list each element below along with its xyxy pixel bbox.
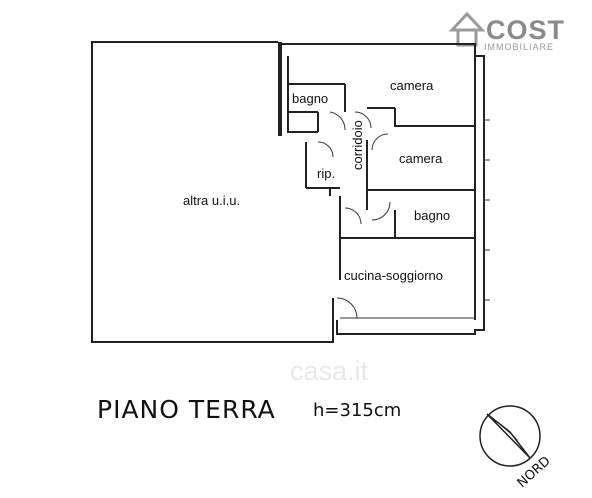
room-label-bagno: bagno (414, 208, 450, 223)
room-label-altra: altra u.i.u. (183, 193, 240, 208)
brand-name: COST (486, 15, 565, 45)
room-label-rip: rip. (317, 166, 335, 181)
room-label-cucina-soggiorno: cucina-soggiorno (344, 268, 443, 283)
compass-label: NORD (515, 454, 554, 491)
brand-tagline: IMMOBILIARE (484, 42, 554, 52)
compass-icon: NORD (479, 405, 554, 491)
brand-logo: COST IMMOBILIARE (448, 11, 565, 52)
room-label-camera-mid: camera (399, 151, 443, 166)
walls (91, 41, 490, 343)
room-label-bagno-small: bagno (292, 91, 328, 106)
floor-height: h=315cm (313, 400, 402, 421)
watermark: casa.it (290, 356, 369, 386)
floor-title: PIANO TERRA (97, 395, 276, 424)
room-label-camera-top: camera (390, 78, 434, 93)
room-label-corridoio: corridoio (350, 120, 365, 170)
